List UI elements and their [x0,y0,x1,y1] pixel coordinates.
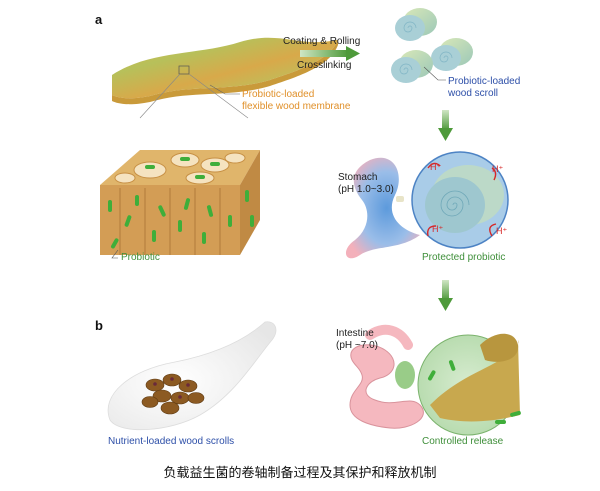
stomach-label: Stomach (pH 1.0~3.0) [338,172,394,196]
scroll-label-line1: Probiotic-loaded [448,76,521,87]
figure-caption: 负载益生菌的卷轴制备过程及其保护和释放机制 [163,466,437,481]
membrane-label: Probiotic-loaded flexible wood membrane [242,89,350,113]
protected-probiotic-label: Protected probiotic [422,252,506,263]
scroll-label-line2: wood scroll [448,88,499,99]
wood-cell-structure [100,150,260,259]
probiotic-label: Probiotic [121,252,160,263]
proton-tl: H⁺ [430,162,442,172]
panel-b-letter: b [95,318,103,333]
controlled-release-label: Controlled release [422,436,504,447]
proton-tr: H⁺ [492,164,504,174]
intestine-label-line2: (pH ~7.0) [336,340,378,351]
panel-a-letter: a [95,12,103,27]
wood-scrolls [391,8,473,83]
membrane-label-line1: Probiotic-loaded [242,89,315,100]
proton-bl: H⁺ [432,224,444,234]
spoon-photo [107,321,277,431]
process-arrow [300,46,360,61]
intestine-illustration [349,324,521,436]
stomach-label-line1: Stomach [338,172,378,183]
proton-br: H⁺ [496,226,508,236]
wood-membrane [112,37,338,119]
spoon-label: Nutrient-loaded wood scrolls [108,436,235,447]
intestine-label: Intestine (pH ~7.0) [336,328,378,352]
process-label-top: Coating & Rolling [283,36,361,47]
stomach-label-line2: (pH 1.0~3.0) [338,184,394,195]
intestine-label-line1: Intestine [336,328,374,339]
scroll-label: Probiotic-loaded wood scroll [448,76,520,100]
process-label-bottom: Crosslinking [297,60,352,71]
down-arrow-2 [438,280,453,311]
down-arrow-1 [438,110,453,141]
stomach-illustration [345,151,509,259]
membrane-label-line2: flexible wood membrane [242,101,351,112]
